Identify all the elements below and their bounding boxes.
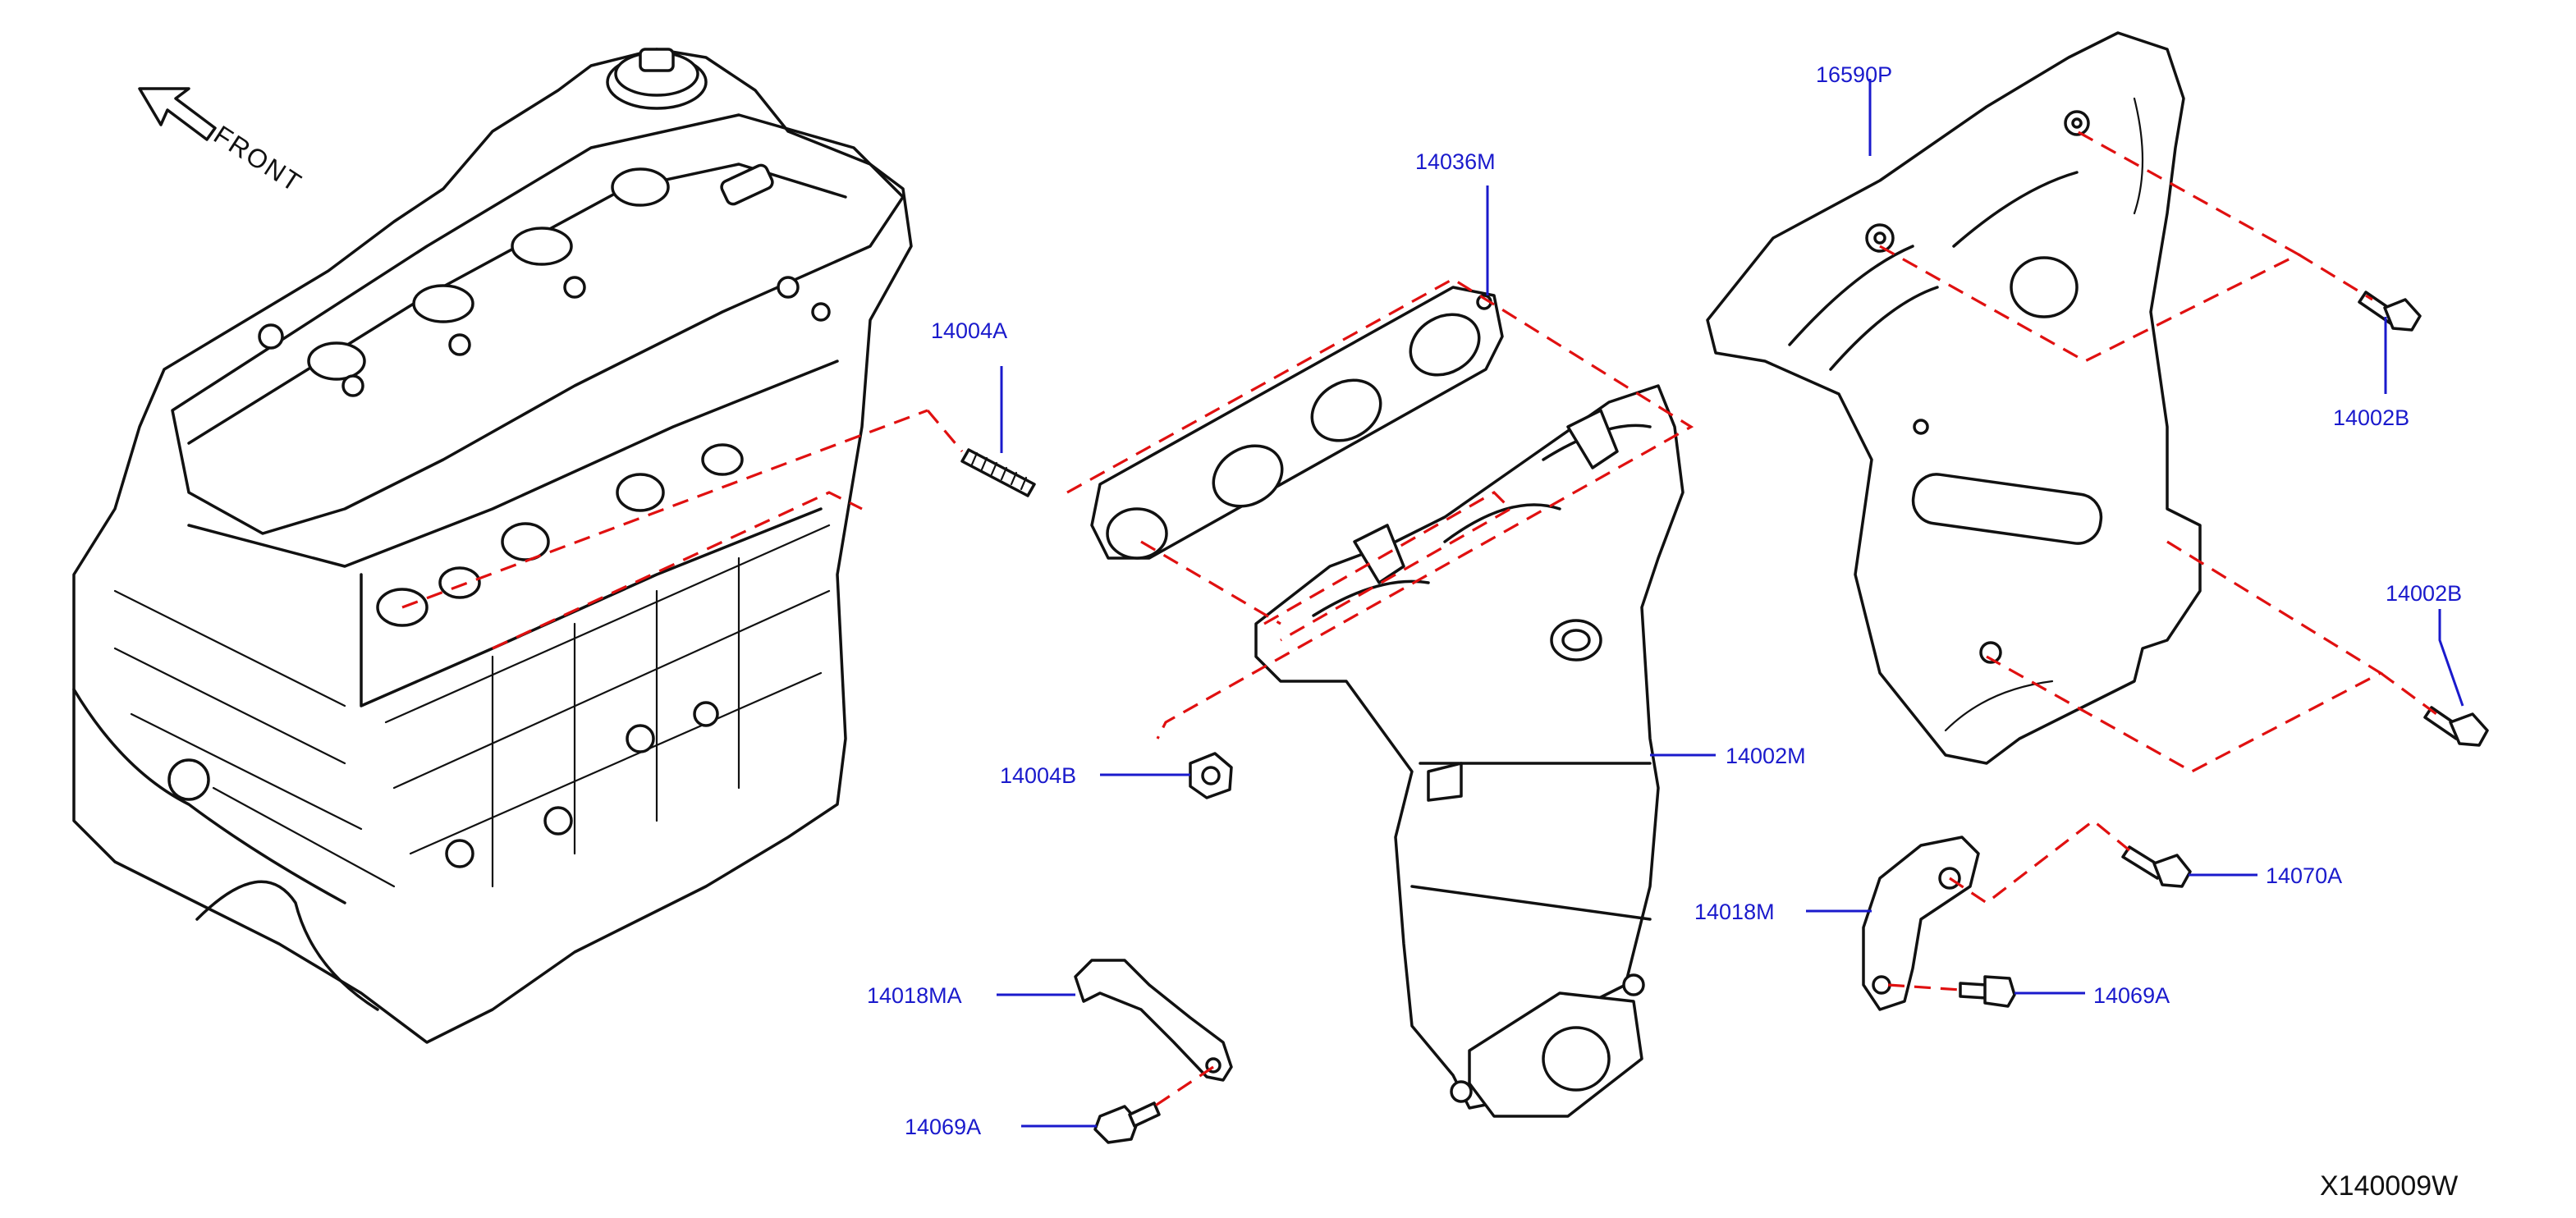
label-14002b-lower: 14002B [2386,581,2462,606]
bolt-14069a-right [1959,975,2016,1008]
nut-14004b [1189,752,1233,799]
assembly-lines [401,130,2437,1111]
bolt-14069a-left [1093,1101,1161,1144]
label-14069a-right: 14069A [2093,983,2170,1008]
leader-lines [997,79,2464,1128]
bolt-14070a [2121,845,2192,888]
bracket-14018ma [1074,959,1233,1082]
bolt-14002b-lower [2423,706,2489,747]
gasket-14036m [1090,286,1504,560]
heat-shield-16590p [1706,31,2202,765]
label-14004a: 14004A [931,318,1007,343]
label-14018m: 14018M [1694,900,1775,924]
exhaust-manifold-14002m [1254,384,1684,1118]
bolt-14002b-upper [2358,291,2422,332]
front-label: FRONT [209,120,307,199]
bracket-14018m [1862,836,1980,1011]
label-14002m: 14002M [1726,744,1806,768]
label-14004b: 14004B [1000,763,1076,788]
label-14002b-upper: 14002B [2333,405,2409,430]
diagram-code: X140009W [2320,1170,2458,1202]
front-arrow: FRONT [138,87,308,199]
label-14036m: 14036M [1415,149,1496,174]
part-labels: 16590P 14036M 14004A 14002B 14002B 14004… [867,62,2462,1139]
label-14069a-left: 14069A [905,1115,981,1139]
label-14018ma: 14018MA [867,983,962,1008]
label-16590p: 16590P [1816,62,1892,87]
engine-block [72,48,913,1044]
stud-14004a [960,448,1036,497]
label-14070a: 14070A [2266,863,2342,888]
